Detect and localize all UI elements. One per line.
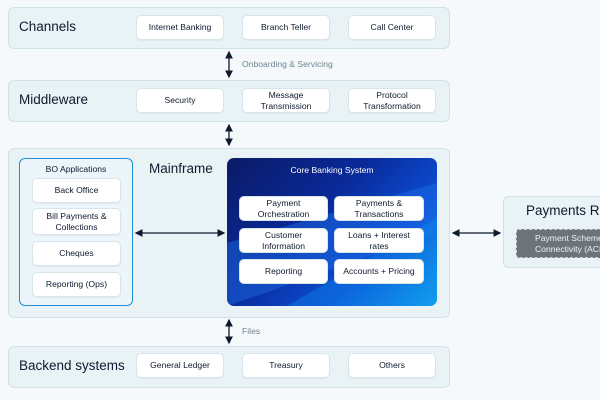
mainframe-title: Mainframe <box>149 161 213 176</box>
security-box: Security <box>136 88 224 113</box>
internet-banking-label: Internet Banking <box>148 22 212 33</box>
branch-teller-label: Branch Teller <box>261 22 311 33</box>
branch-teller-box: Branch Teller <box>242 15 330 40</box>
core-banking-title: Core Banking System <box>290 165 374 175</box>
payment-scheme-connectivity-box: Payment Scheme Connectivity (ACH <box>516 229 600 258</box>
payments-rails-title: Payments Ra <box>526 203 600 218</box>
payment-orchestration-box: Payment Orchestration <box>239 196 328 221</box>
message-transmission-box: Message Transmission <box>242 88 330 113</box>
cheques-box: Cheques <box>32 241 121 266</box>
middleware-title: Middleware <box>19 92 89 107</box>
loans-interest-label: Loans + Interest rates <box>348 230 410 251</box>
payment-scheme-connectivity-label: Payment Scheme Connectivity (ACH <box>535 233 600 254</box>
files-label: Files <box>242 326 261 336</box>
bill-payments-box: Bill Payments & Collections <box>32 208 121 235</box>
others-box: Others <box>348 353 436 378</box>
message-transmission-label: Message Transmission <box>260 90 312 111</box>
onboarding-servicing-label: Onboarding & Servicing <box>242 59 333 69</box>
others-label: Others <box>379 360 405 371</box>
treasury-box: Treasury <box>242 353 330 378</box>
reporting-ops-box: Reporting (Ops) <box>32 272 121 297</box>
reporting-ops-label: Reporting (Ops) <box>45 279 108 290</box>
reporting-label: Reporting <box>264 266 303 277</box>
treasury-label: Treasury <box>269 360 303 371</box>
payments-transactions-box: Payments & Transactions <box>334 196 424 221</box>
bo-applications-title: BO Applications <box>45 164 107 174</box>
internet-banking-box: Internet Banking <box>136 15 224 40</box>
channels-title: Channels <box>19 19 77 34</box>
protocol-transformation-box: Protocol Transformation <box>348 88 436 113</box>
back-office-box: Back Office <box>32 178 121 203</box>
bill-payments-label: Bill Payments & Collections <box>46 211 107 232</box>
call-center-label: Call Center <box>370 22 414 33</box>
general-ledger-label: General Ledger <box>150 360 210 371</box>
security-label: Security <box>164 95 196 106</box>
backend-title: Backend systems <box>19 358 125 373</box>
call-center-box: Call Center <box>348 15 436 40</box>
payment-orchestration-label: Payment Orchestration <box>257 198 310 219</box>
accounts-pricing-label: Accounts + Pricing <box>343 266 415 277</box>
protocol-transformation-label: Protocol Transformation <box>363 90 421 111</box>
loans-interest-box: Loans + Interest rates <box>334 228 424 253</box>
general-ledger-box: General Ledger <box>136 353 224 378</box>
reporting-box: Reporting <box>239 259 328 284</box>
customer-information-label: Customer Information <box>262 230 305 251</box>
back-office-label: Back Office <box>54 185 99 196</box>
payments-transactions-label: Payments & Transactions <box>354 198 404 219</box>
customer-information-box: Customer Information <box>239 228 328 253</box>
cheques-label: Cheques <box>59 248 94 259</box>
accounts-pricing-box: Accounts + Pricing <box>334 259 424 284</box>
